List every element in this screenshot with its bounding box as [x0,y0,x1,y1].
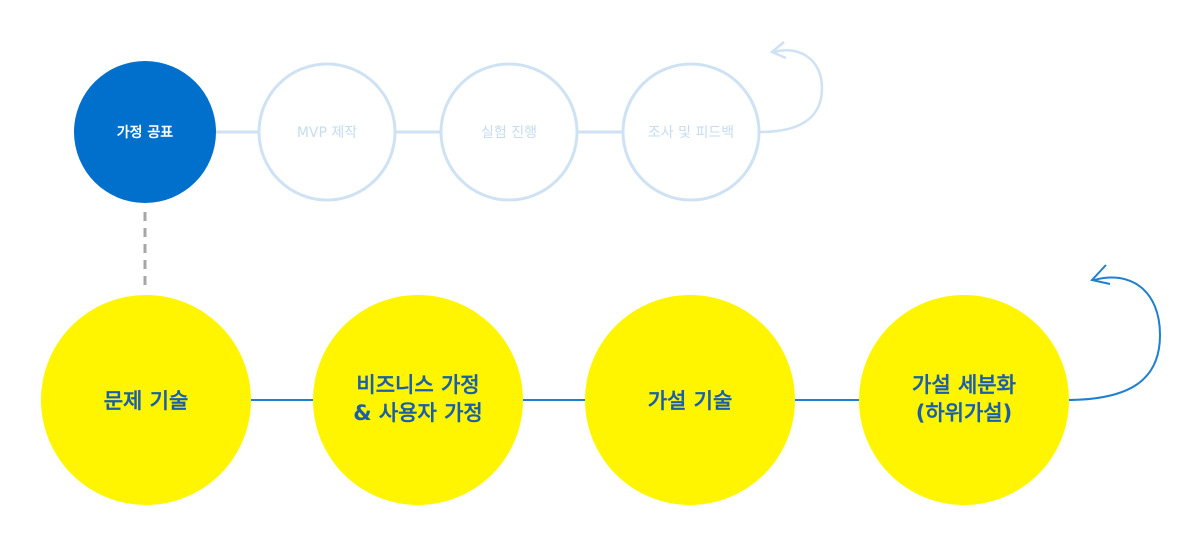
step-node-mvp [257,62,397,202]
top-loop-arrow-line [759,49,824,134]
step-node-hypothesis-announce [74,61,216,203]
step-node-hypothesis-statement [585,295,795,505]
step-label-sub-hypothesis: (하위가설) [916,401,1012,425]
step-label-business-assumption: 비즈니스 가정 [356,373,479,397]
step-label-mvp: MVP 제작 [297,125,357,141]
step-label-hypothesis-statement: 가설 기술 [648,389,733,413]
step-label-research-feedback: 조사 및 피드백 [648,125,734,141]
step-node-hypothesis-breakdown [859,295,1069,505]
step-node-research-feedback [621,62,761,202]
bottom-loop-arrow-line [1065,276,1162,401]
top-cycle: 가정 공표 MVP 제작 실험 진행 조사 및 피드백 [74,41,824,203]
bottom-cycle: 문제 기술 비즈니스 가정 & 사용자 가정 가설 기술 가설 세분화 (하위가… [41,264,1162,505]
step-node-problem-statement [41,295,251,505]
step-label-hypothesis-announce: 가정 공표 [117,124,174,141]
step-label-experiment: 실험 진행 [481,125,537,141]
step-node-business-user-assumptions [313,295,523,505]
bottom-loop-arrow-head [1090,264,1111,285]
step-label-problem-statement: 문제 기술 [104,389,189,413]
step-label-user-assumption: & 사용자 가정 [353,401,483,425]
top-loop-arrow-head [769,41,787,60]
step-label-hypothesis-breakdown: 가설 세분화 [912,373,1017,397]
step-node-experiment [439,62,579,202]
